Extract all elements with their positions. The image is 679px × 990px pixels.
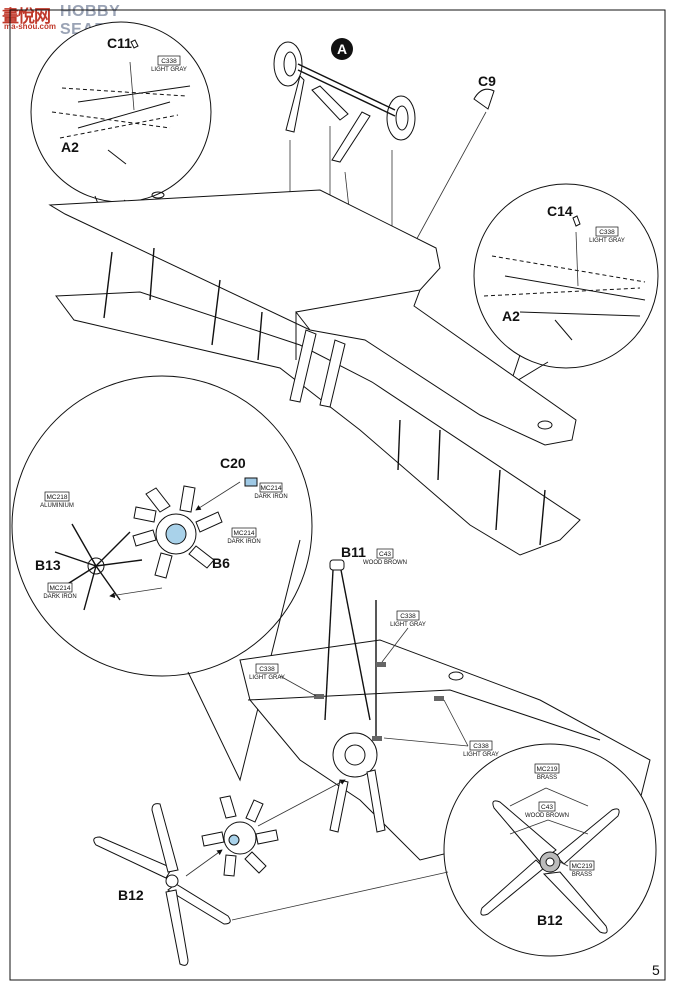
- color-callout-c11: C338 LIGHT GRAY: [151, 55, 187, 73]
- watermark-url: ma-shou.com: [4, 22, 57, 31]
- svg-text:MC214: MC214: [234, 530, 255, 537]
- watermark-logo: 畫悅网: [2, 7, 51, 27]
- svg-text:MC218: MC218: [47, 494, 68, 501]
- color-callout-strut-right: C338 LIGHT GRAY: [383, 699, 499, 758]
- svg-text:DARK IRON: DARK IRON: [254, 494, 287, 500]
- svg-text:WOOD BROWN: WOOD BROWN: [525, 813, 569, 819]
- detail-circle-propeller: [231, 743, 657, 957]
- svg-text:MC219: MC219: [537, 766, 558, 773]
- part-label-b6: B6: [212, 555, 230, 571]
- svg-text:C338: C338: [259, 666, 275, 673]
- part-c9: [413, 88, 495, 245]
- svg-text:LIGHT GRAY: LIGHT GRAY: [151, 67, 187, 73]
- color-callout-c20: MC214 DARK IRON: [254, 482, 288, 500]
- biplane-main: [48, 189, 581, 556]
- part-label-b12-detail: B12: [537, 912, 563, 928]
- engine-bottom: [201, 779, 346, 877]
- svg-text:C338: C338: [473, 743, 489, 750]
- engine-cylinders-b6: [132, 485, 223, 579]
- propeller-b12: [93, 803, 231, 966]
- svg-text:LIGHT GRAY: LIGHT GRAY: [589, 238, 625, 244]
- step-marker: A: [331, 38, 353, 60]
- page-number: 5: [652, 962, 660, 978]
- part-label-c11: C11: [107, 35, 132, 51]
- color-callout-prop-hub: MC219 BRASS: [569, 860, 595, 878]
- svg-text:C43: C43: [379, 551, 391, 558]
- part-label-c14: C14: [547, 203, 573, 219]
- color-callout-b13-bottom: MC214 DARK IRON: [43, 582, 77, 600]
- svg-text:C338: C338: [161, 58, 177, 65]
- svg-text:MC214: MC214: [50, 585, 71, 592]
- svg-text:LIGHT GRAY: LIGHT GRAY: [390, 622, 426, 628]
- part-label-b11: B11: [341, 544, 366, 560]
- part-label-c20: C20: [220, 455, 246, 471]
- svg-text:DARK IRON: DARK IRON: [43, 594, 76, 600]
- svg-text:LIGHT GRAY: LIGHT GRAY: [249, 675, 285, 681]
- svg-text:LIGHT GRAY: LIGHT GRAY: [463, 752, 499, 758]
- svg-text:BRASS: BRASS: [572, 872, 592, 878]
- svg-text:MC219: MC219: [572, 863, 593, 870]
- part-label-b13: B13: [35, 557, 61, 573]
- page-border: [9, 9, 666, 981]
- part-label-b12-main: B12: [118, 887, 144, 903]
- part-label-a2-left: A2: [61, 139, 79, 155]
- svg-text:BRASS: BRASS: [537, 775, 557, 781]
- engine-pushrods-b13: [54, 523, 143, 611]
- color-callout-strut-left: C338 LIGHT GRAY: [249, 663, 317, 697]
- svg-text:C338: C338: [400, 613, 416, 620]
- color-callout-prop-wood: C43 WOOD BROWN: [525, 801, 569, 819]
- svg-text:A: A: [337, 41, 347, 57]
- color-callout-strut-top: C338 LIGHT GRAY: [381, 610, 426, 663]
- part-label-c9: C9: [478, 73, 496, 89]
- svg-text:DARK IRON: DARK IRON: [227, 539, 260, 545]
- color-callout-b6: MC214 DARK IRON: [227, 527, 261, 545]
- detail-circle-c11: [30, 21, 212, 223]
- svg-text:C43: C43: [541, 804, 553, 811]
- color-callout-b13-top: MC218 ALUMINIUM: [40, 491, 74, 509]
- detail-circle-engine: [11, 375, 313, 782]
- svg-text:C338: C338: [599, 229, 615, 236]
- svg-text:WOOD BROWN: WOOD BROWN: [363, 560, 407, 566]
- part-label-a2-right: A2: [502, 308, 520, 324]
- svg-text:ALUMINIUM: ALUMINIUM: [40, 503, 74, 509]
- color-callout-prop-brass: MC219 BRASS: [534, 763, 560, 781]
- svg-text:MC214: MC214: [261, 485, 282, 492]
- color-callout-c14: C338 LIGHT GRAY: [589, 226, 625, 244]
- color-callout-b11: C43 WOOD BROWN: [363, 548, 407, 566]
